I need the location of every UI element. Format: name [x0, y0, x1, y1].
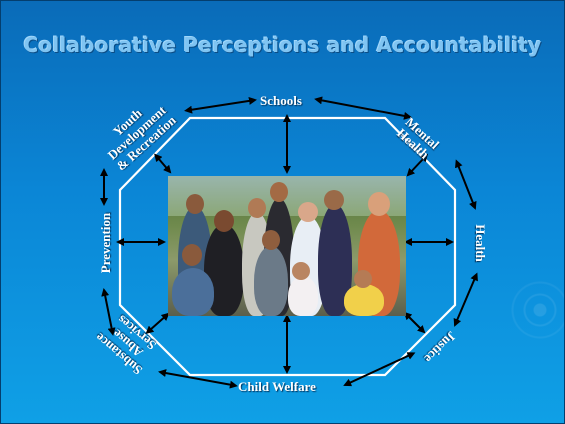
node-substance-line3: Services	[114, 312, 159, 354]
arrow-health-justice	[453, 272, 478, 327]
slide-title: Collaborative Perceptions and Accountabi…	[23, 33, 542, 57]
arrow-justice-center	[403, 311, 426, 334]
arrow-mental-health-center	[406, 153, 429, 177]
arrow-schools-mental-health	[314, 96, 412, 120]
node-substance-line2: Abuse	[109, 326, 146, 361]
node-prevention: Prevention	[98, 212, 113, 274]
node-youth-line3: & Recreation	[113, 112, 179, 174]
arrow-substance-center	[145, 312, 170, 334]
node-mental-health-line1: Mental	[402, 114, 443, 152]
node-youth-development: Youth Development & Recreation	[82, 81, 192, 186]
node-mental-health-line2: Health	[394, 125, 433, 162]
arrow-justice-child-welfare	[343, 352, 416, 387]
node-justice: Justice	[421, 328, 460, 367]
node-schools: Schools	[260, 93, 302, 108]
node-youth-line1: Youth	[109, 105, 145, 139]
group-photo-image	[168, 176, 406, 316]
arrow-substance-prevention	[101, 288, 116, 336]
node-mental-health: Mental Health	[393, 114, 443, 162]
node-health: Health	[473, 224, 488, 262]
node-youth-line2: Development	[104, 102, 169, 163]
arrow-youth-schools	[184, 96, 257, 114]
octagon-frame	[118, 116, 457, 377]
node-substance-line1: Substance	[92, 330, 146, 378]
arrow-child-welfare-substance	[158, 369, 238, 389]
node-child-welfare: Child Welfare	[238, 379, 316, 394]
arrow-mental-health-health	[455, 159, 477, 210]
node-substance-abuse: Substance Abuse Services	[76, 295, 180, 391]
arrow-youth-center	[154, 153, 172, 174]
